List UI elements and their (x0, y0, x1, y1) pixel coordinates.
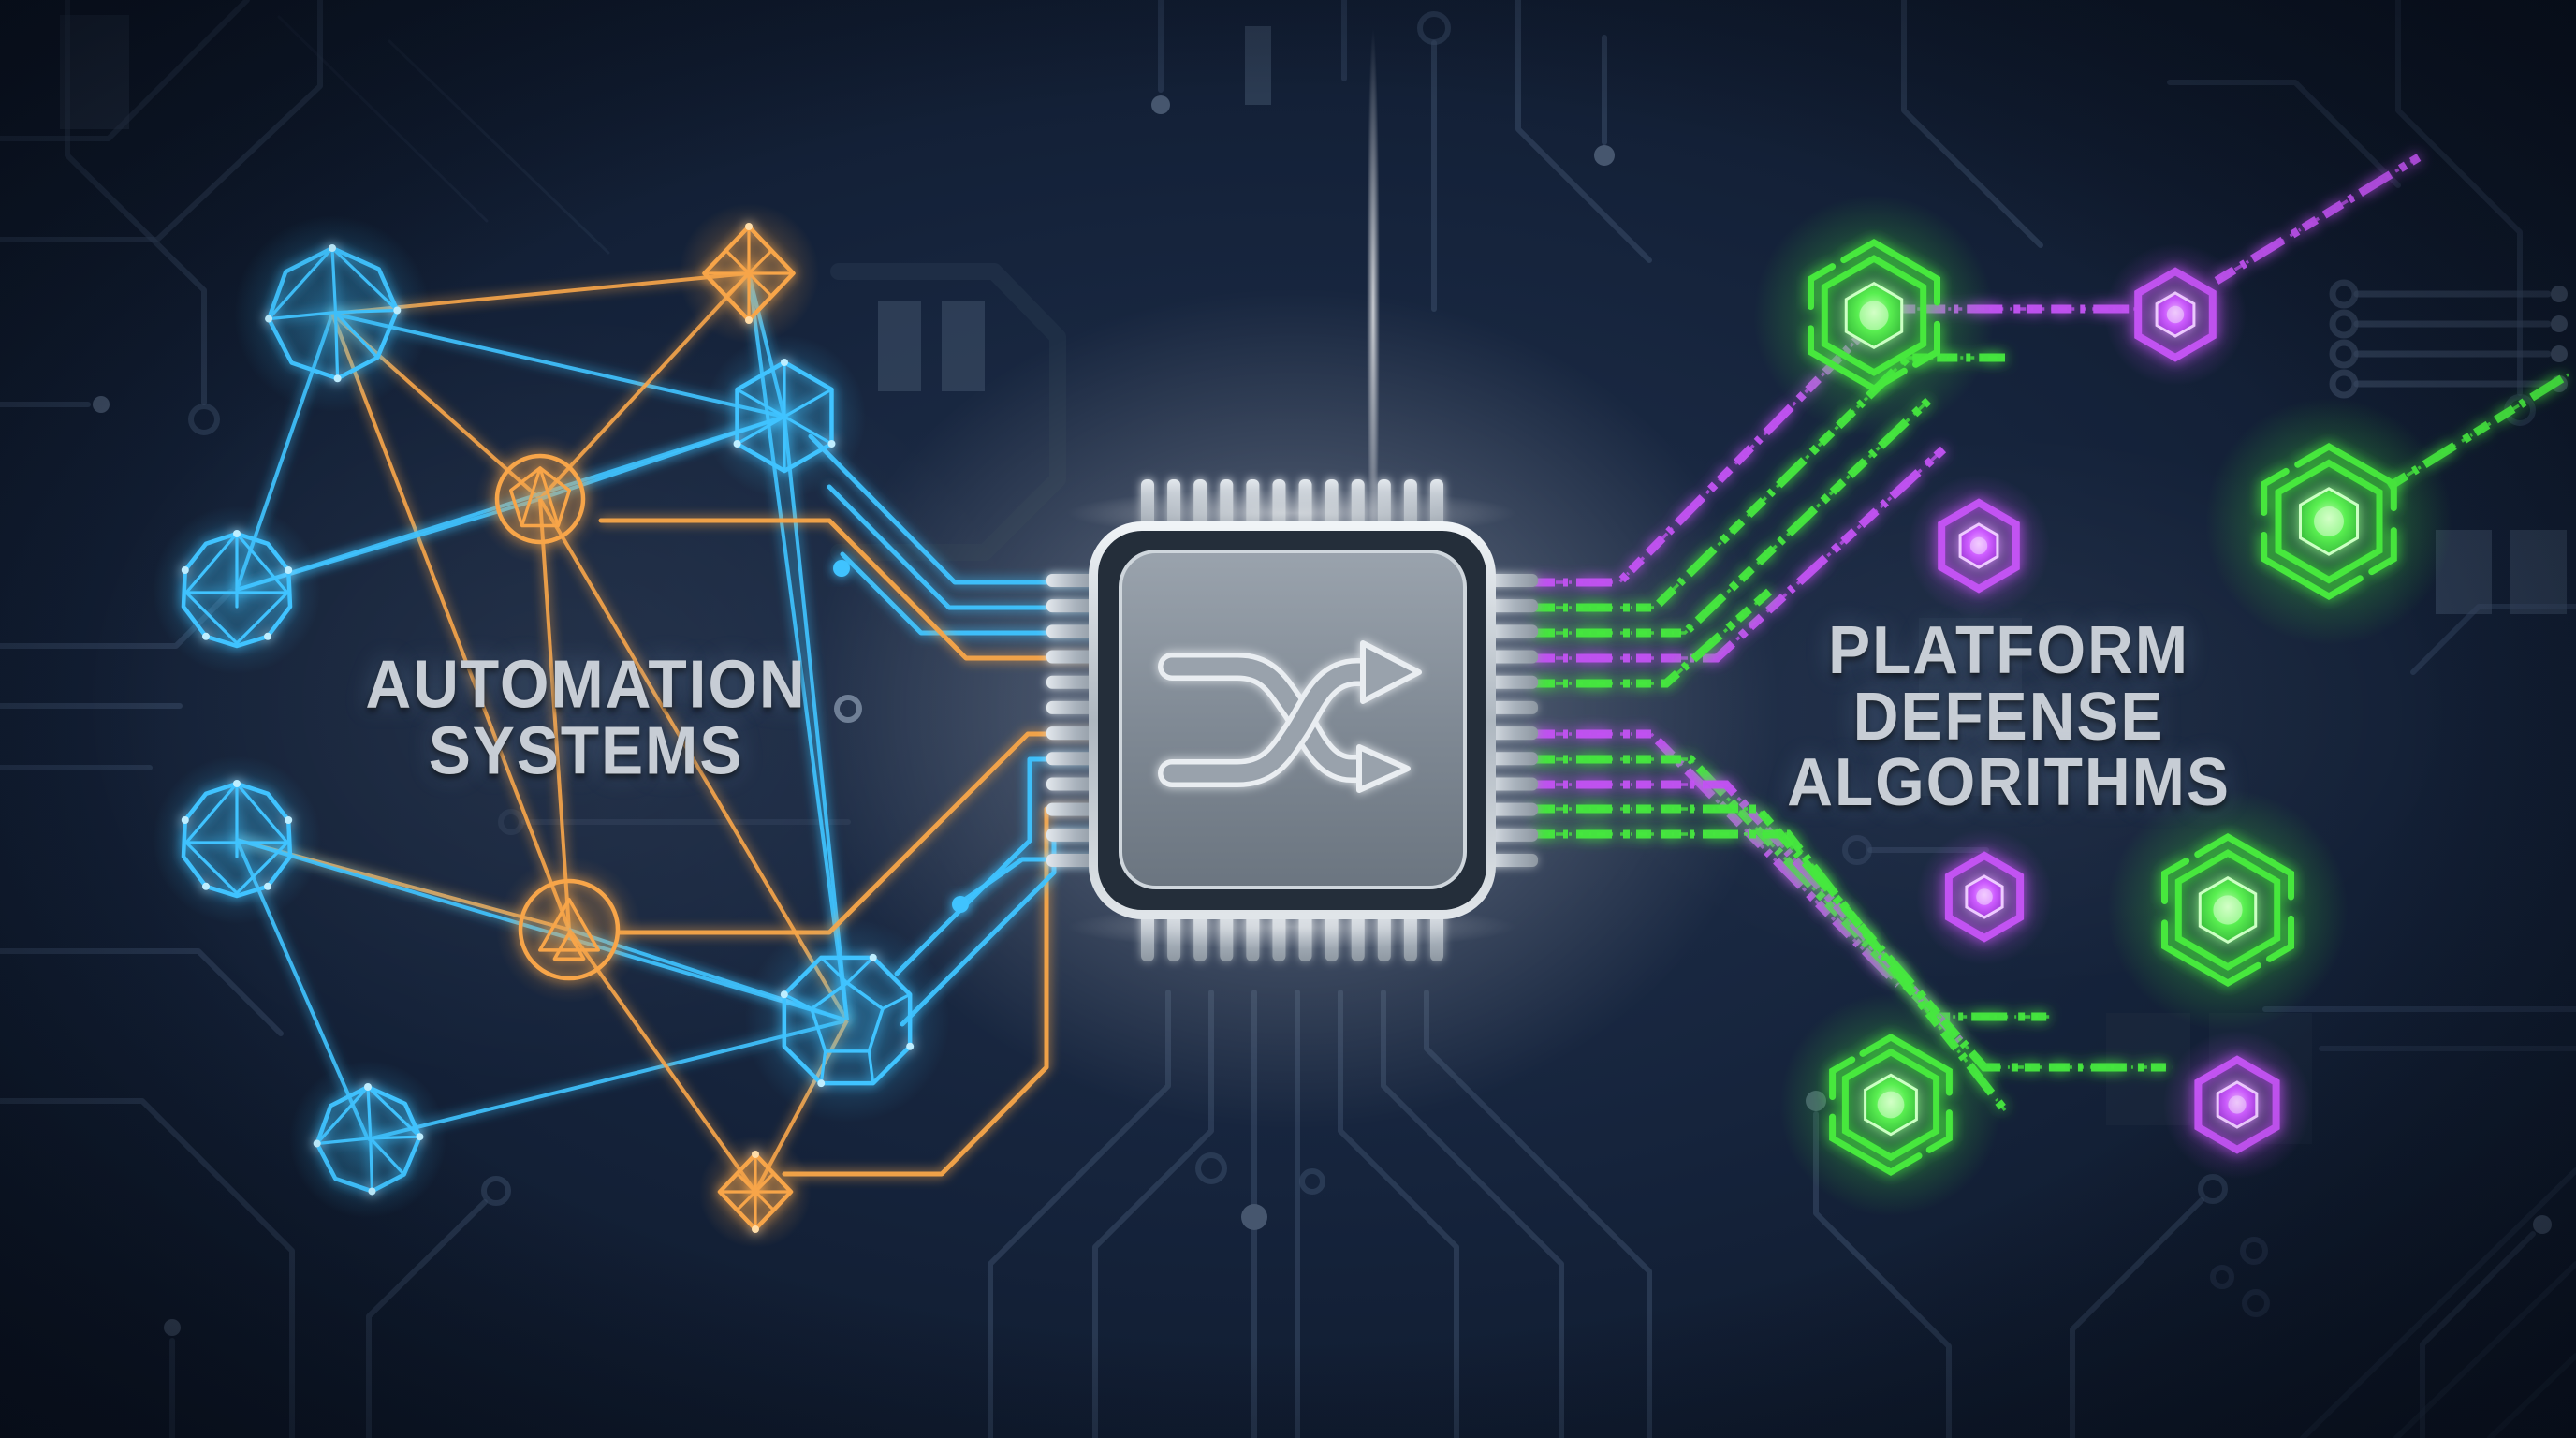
left-network-label: AUTOMATION SYSTEMS (365, 647, 807, 788)
right-network-label: PLATFORM DEFENSE ALGORITHMS (1787, 613, 2231, 821)
